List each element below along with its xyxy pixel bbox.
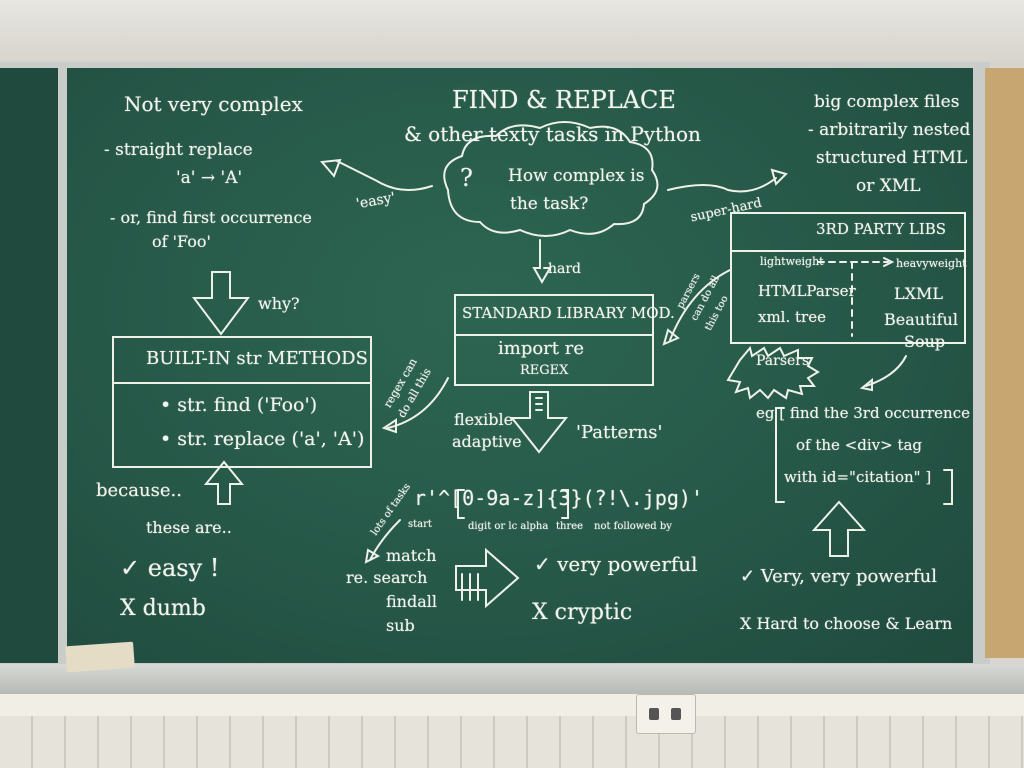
right-heading-1: big complex files	[814, 92, 960, 112]
question-cloud-icon	[443, 121, 659, 237]
wall	[0, 0, 1024, 66]
up-arrow-icon	[811, 500, 867, 557]
right-heading-4: or XML	[856, 176, 921, 196]
method-find: • str. find ('Foo')	[160, 394, 318, 416]
board-title: FIND & REPLACE	[452, 86, 676, 114]
re-search: re. search	[346, 568, 428, 587]
regex-badge: REGEX	[520, 363, 569, 378]
lib-htmlparser: HTMLParser	[758, 282, 856, 300]
lib-soup: Soup	[904, 332, 946, 351]
starburst-icon	[726, 345, 820, 400]
flexible-label: flexible	[454, 410, 514, 429]
regex-anno-digit: digit or lc alpha	[468, 521, 549, 532]
chair-rail	[0, 694, 1024, 716]
chalk-ledge	[0, 664, 1024, 694]
right-heading-3: structured HTML	[816, 148, 968, 168]
re-match: match	[386, 546, 437, 565]
left-item-2: 'a' → 'A'	[176, 168, 243, 188]
re-sub: sub	[386, 616, 415, 635]
thirdparty-divider	[732, 250, 964, 252]
right-con: X Hard to choose & Learn	[740, 614, 953, 633]
question-line-2: the task?	[510, 194, 589, 214]
corkboard	[985, 68, 1024, 658]
re-findall: findall	[386, 592, 437, 611]
why-label: why?	[258, 294, 300, 313]
stdlib-title: STANDARD LIBRARY MOD.	[462, 304, 675, 322]
left-heading: Not very complex	[124, 92, 303, 116]
stdlib-divider	[456, 334, 652, 336]
question-line-1: How complex is	[508, 166, 645, 186]
because-label: because..	[96, 480, 182, 501]
example-line-1: eg [ find the 3rd occurrence	[756, 404, 970, 422]
middle-con: X cryptic	[532, 600, 633, 625]
down-arrow-icon	[509, 391, 569, 454]
patterns-label: 'Patterns'	[576, 422, 663, 443]
lib-lxml: LXML	[894, 284, 944, 303]
side-board	[0, 68, 58, 663]
thirdparty-title: 3RD PARTY LIBS	[816, 220, 947, 238]
left-item-3: - or, find first occurrence	[110, 208, 312, 227]
regex-anno-not-followed: not followed by	[594, 521, 672, 532]
scale-heavyweight: heavyweight	[896, 257, 967, 270]
regex-example: r'^[0-9a-z]{3}(?!\.jpg)'	[414, 486, 703, 510]
stdlib-import: import re	[498, 338, 585, 359]
right-heading-2: - arbitrarily nested	[808, 120, 971, 140]
lib-xmltree: xml. tree	[758, 308, 826, 326]
scale-lightweight: lightweight	[760, 255, 824, 268]
regex-anno-three: three	[556, 521, 584, 532]
left-arrow-icon	[320, 158, 342, 178]
left-con: X dumb	[120, 596, 206, 621]
regex-anno-start: start	[408, 519, 432, 530]
up-arrow-icon	[203, 460, 245, 505]
power-outlet-icon	[636, 694, 696, 734]
left-item-1: - straight replace	[104, 140, 253, 160]
builtin-box	[112, 336, 372, 468]
hard-label: hard	[548, 261, 582, 277]
right-arrow-icon	[770, 168, 788, 186]
thirdparty-box	[730, 212, 966, 344]
question-mark: ?	[460, 164, 473, 192]
example-line-2: of the <div> tag	[796, 436, 923, 454]
board-subtitle: & other texty tasks in Python	[404, 122, 701, 146]
left-item-4: of 'Foo'	[152, 232, 211, 251]
middle-pro: ✓ very powerful	[534, 552, 698, 576]
builtin-divider	[114, 382, 370, 384]
right-pro: ✓ Very, very powerful	[740, 566, 937, 587]
adaptive-label: adaptive	[452, 432, 522, 451]
down-arrow-icon	[192, 271, 250, 336]
lib-beautiful: Beautiful	[884, 310, 958, 329]
builtin-title: BUILT-IN str METHODS	[146, 348, 368, 369]
parsers-label: Parsers	[756, 353, 810, 369]
method-replace: • str. replace ('a', 'A')	[160, 428, 365, 450]
example-line-3: with id="citation" ]	[784, 468, 932, 486]
stdlib-box	[454, 294, 654, 386]
these-are-label: these are..	[146, 518, 232, 537]
left-pro: ✓ easy !	[120, 554, 220, 582]
right-arrow-icon	[455, 547, 520, 609]
chalkboard	[67, 68, 973, 663]
